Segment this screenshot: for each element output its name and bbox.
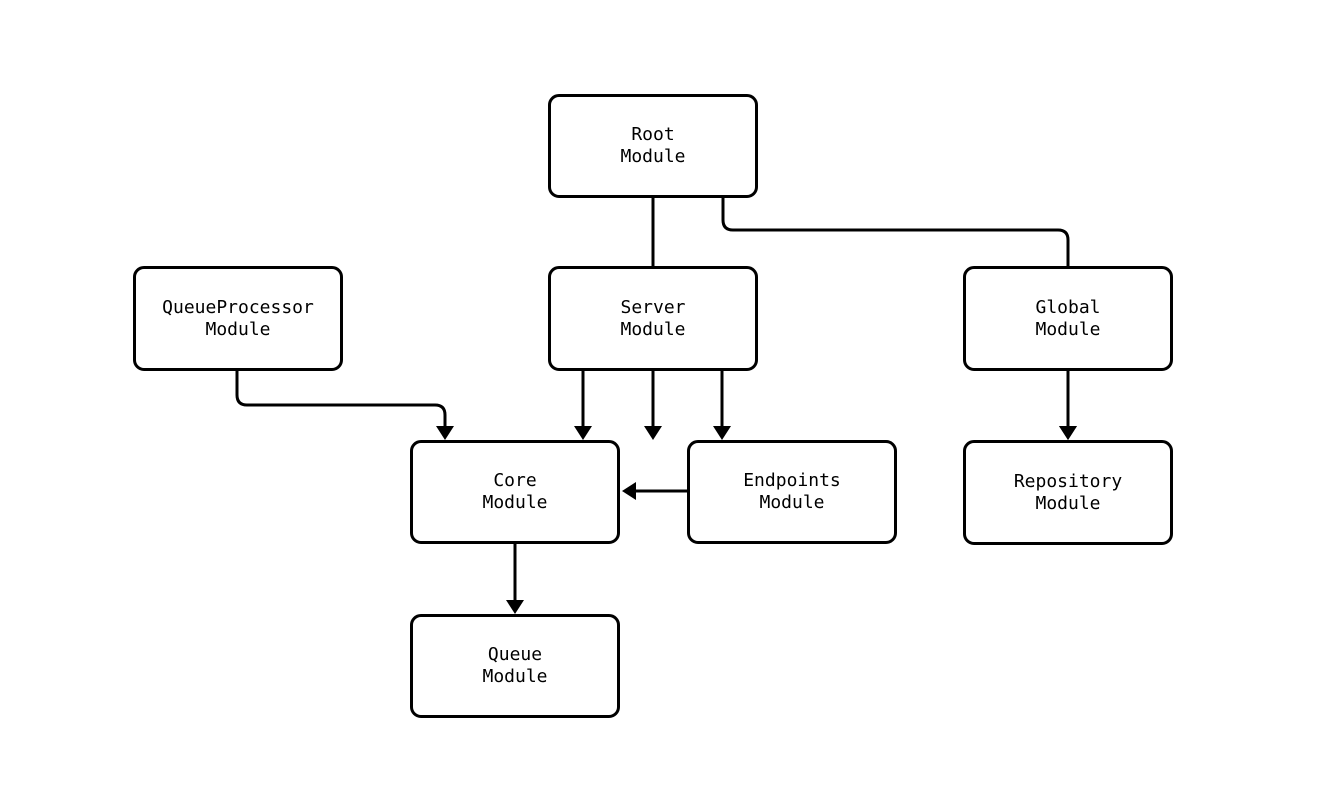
edge-queueprocessor-to-core: [235, 371, 447, 426]
edges-group: [235, 198, 1070, 600]
node-label-name: Root: [631, 124, 675, 145]
node-label-name: Repository: [1013, 470, 1123, 492]
node-label-suffix: Module: [1035, 492, 1101, 514]
node-label-name: Server: [620, 296, 686, 318]
arrowhead-root-to-server: [644, 426, 662, 440]
node-label-name: Global: [1035, 296, 1101, 318]
arrowhead-endpoints-to-core: [622, 482, 636, 500]
node-label-suffix: Module: [620, 146, 686, 167]
node-label-name: Core: [493, 470, 537, 491]
arrowhead-server-to-core: [574, 426, 592, 440]
arrowhead-root-to-global: [1059, 426, 1077, 440]
arrowhead-server-to-endpoints: [713, 426, 731, 440]
node-label-suffix: Module: [1035, 318, 1101, 340]
arrowhead-global-to-repository: [1059, 426, 1077, 440]
node-label-name: Endpoints: [743, 470, 841, 491]
node-label-suffix: Module: [759, 492, 825, 513]
node-label-name: Queue: [487, 644, 543, 665]
arrowhead-core-to-queue: [506, 600, 524, 614]
arrowhead-queueprocessor-to-core: [436, 426, 454, 440]
node-label-suffix: Module: [482, 492, 548, 513]
node-label-suffix: Module: [482, 666, 548, 687]
node-label-name: QueueProcessor: [162, 296, 314, 318]
node-label-suffix: Module: [205, 318, 271, 340]
node-label-suffix: Module: [620, 318, 686, 340]
